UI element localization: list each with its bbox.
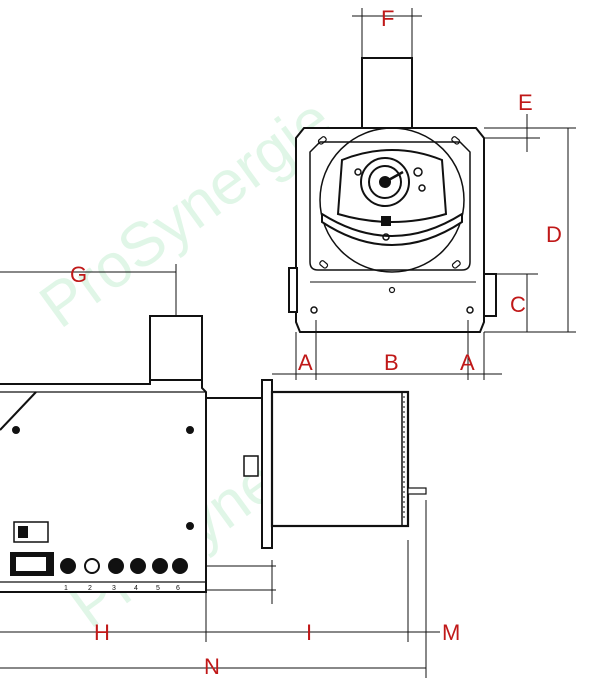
label-h: H xyxy=(94,620,110,645)
label-e: E xyxy=(518,90,533,115)
side-screw-3 xyxy=(186,522,194,530)
label-b: B xyxy=(384,350,399,375)
side-display-inner xyxy=(18,526,28,538)
side-tube-end-stub xyxy=(407,487,427,495)
side-connector-2 xyxy=(84,558,100,574)
front-chamber xyxy=(336,149,448,223)
front-knob-small-1 xyxy=(413,167,423,177)
side-burner-tube xyxy=(270,390,410,528)
label-a-right: A xyxy=(460,350,475,375)
side-body-slope xyxy=(0,391,37,431)
side-flange xyxy=(261,379,273,549)
side-connector-6 xyxy=(172,558,188,574)
label-n: N xyxy=(204,654,220,679)
side-connector-num-1: 1 xyxy=(64,585,68,592)
label-i: I xyxy=(306,620,312,645)
front-flange xyxy=(319,127,465,273)
dimension-labels: F E D C A B A G H I M N xyxy=(70,6,562,679)
front-slot-br xyxy=(451,260,461,269)
front-inlet-tube xyxy=(361,57,413,129)
side-view: 1 2 3 4 5 6 xyxy=(0,315,427,593)
front-foot-hole-3 xyxy=(388,286,396,294)
side-connector-5 xyxy=(152,558,168,574)
front-slot-bl xyxy=(319,260,329,269)
side-screw-1 xyxy=(12,426,20,434)
side-connector-num-3: 3 xyxy=(112,585,116,592)
front-slot-tl xyxy=(317,136,327,145)
label-m: M xyxy=(442,620,460,645)
side-clamp xyxy=(243,455,259,477)
side-screw-2 xyxy=(186,426,194,434)
front-gauge-mid xyxy=(368,165,402,199)
side-connector-num-2: 2 xyxy=(88,585,92,592)
side-connector-1 xyxy=(60,558,76,574)
side-connector-num-6: 6 xyxy=(176,585,180,592)
side-dimension-lines xyxy=(0,264,440,678)
side-connector-num-4: 4 xyxy=(134,585,138,592)
label-f: F xyxy=(381,6,394,31)
label-a-left: A xyxy=(298,350,313,375)
side-body xyxy=(0,379,207,593)
label-d: D xyxy=(546,222,562,247)
front-ash-tray xyxy=(321,212,463,246)
front-foot-hole-1 xyxy=(310,306,318,314)
side-inlet-tube xyxy=(149,315,203,383)
front-gauge-needle xyxy=(384,170,404,184)
label-c: C xyxy=(510,292,526,317)
side-switch-window xyxy=(16,557,46,571)
front-slot-tr xyxy=(451,136,461,145)
front-lock xyxy=(381,216,391,226)
side-connector-3 xyxy=(108,558,124,574)
front-bolt-bottom xyxy=(382,233,390,241)
front-right-bracket xyxy=(483,273,497,317)
front-inner-plate xyxy=(309,141,471,271)
side-connector-4 xyxy=(130,558,146,574)
front-foot-hole-2 xyxy=(466,306,474,314)
front-left-bracket xyxy=(288,267,298,313)
side-connector-num-5: 5 xyxy=(156,585,160,592)
label-g: G xyxy=(70,262,87,287)
front-knob-small-2 xyxy=(418,184,426,192)
front-gauge-outer xyxy=(360,157,410,207)
front-knob-small-3 xyxy=(354,168,362,176)
front-view xyxy=(288,57,497,333)
front-dimension-lines xyxy=(272,8,576,380)
